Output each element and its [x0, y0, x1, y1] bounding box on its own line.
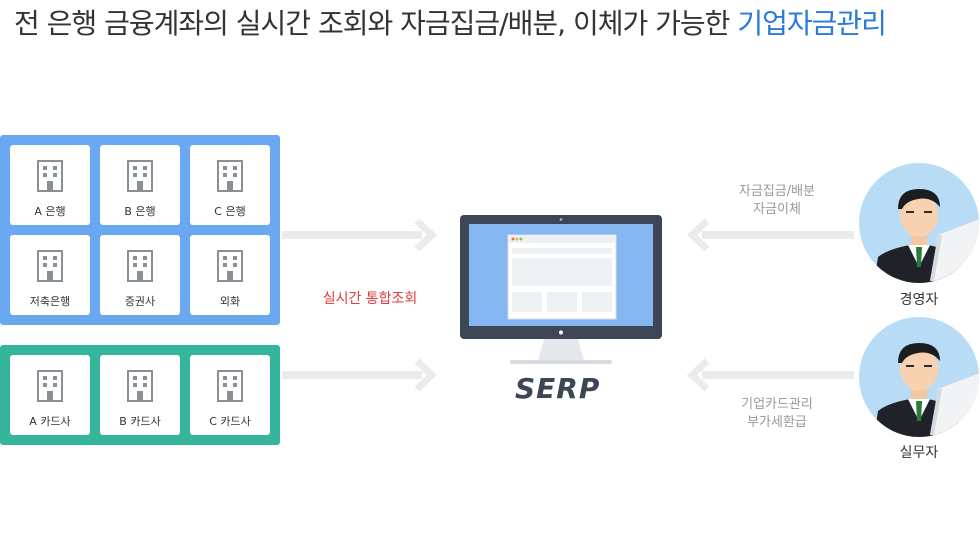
executive-label: 경영자	[899, 292, 939, 308]
card-tile-label: B 카드사	[119, 415, 161, 428]
card-tile: C 카드사	[190, 355, 270, 435]
executive-task-line: 자금집금/배분	[738, 184, 816, 199]
bank-tile: 외화	[190, 235, 270, 315]
card-tile-label: C 카드사	[209, 415, 251, 428]
building-icon	[127, 160, 153, 192]
building-icon	[127, 370, 153, 402]
executive-task-label: 자금집금/배분 자금이체	[707, 183, 847, 219]
page-title-prefix: 전 은행 금융계좌의 실시간 조회와 자금집금/배분, 이체가 가능한	[14, 7, 738, 40]
bank-tile-label: C 은행	[214, 205, 246, 218]
bank-tile-label: 저축은행	[29, 295, 71, 308]
building-icon	[127, 250, 153, 282]
staff-avatar-icon	[859, 317, 979, 437]
serp-logo: SERP	[515, 372, 601, 405]
page-title-accent: 기업자금관리	[737, 7, 887, 40]
executive-task-line: 자금이체	[753, 202, 801, 217]
bank-tile: C 은행	[190, 145, 270, 225]
card-tile: A 카드사	[10, 355, 90, 435]
executive-avatar-icon	[859, 163, 979, 283]
bank-tile-label: B 은행	[124, 205, 156, 218]
bank-tile: 저축은행	[10, 235, 90, 315]
bank-tile: 증권사	[100, 235, 180, 315]
building-icon	[217, 160, 243, 192]
arrow-right-icon	[282, 218, 438, 252]
page-title: 전 은행 금융계좌의 실시간 조회와 자금집금/배분, 이체가 가능한 기업자금…	[14, 2, 887, 42]
arrow-left-icon	[686, 218, 854, 252]
bank-tile-label: 증권사	[124, 295, 156, 308]
realtime-query-label: 실시간 통합조회	[322, 291, 418, 307]
building-icon	[217, 250, 243, 282]
bank-tile: B 은행	[100, 145, 180, 225]
staff-label: 실무자	[899, 445, 939, 461]
bank-tile-label: A 은행	[34, 205, 66, 218]
staff-task-label: 기업카드관리 부가세환급	[707, 396, 847, 432]
monitor-icon	[460, 215, 662, 364]
card-group: A 카드사 B 카드사 C 카드사	[0, 345, 280, 445]
building-icon	[37, 160, 63, 192]
building-icon	[37, 370, 63, 402]
card-tile: B 카드사	[100, 355, 180, 435]
staff-task-line: 기업카드관리	[741, 397, 813, 412]
arrow-right-icon	[282, 358, 438, 392]
bank-group: A 은행 B 은행 C 은행 저축은행 증권사 외화	[0, 135, 280, 325]
bank-tile: A 은행	[10, 145, 90, 225]
staff-task-line: 부가세환급	[747, 415, 807, 430]
building-icon	[37, 250, 63, 282]
card-tile-label: A 카드사	[29, 415, 71, 428]
bank-tile-label: 외화	[219, 295, 241, 308]
arrow-left-icon	[686, 358, 854, 392]
building-icon	[217, 370, 243, 402]
